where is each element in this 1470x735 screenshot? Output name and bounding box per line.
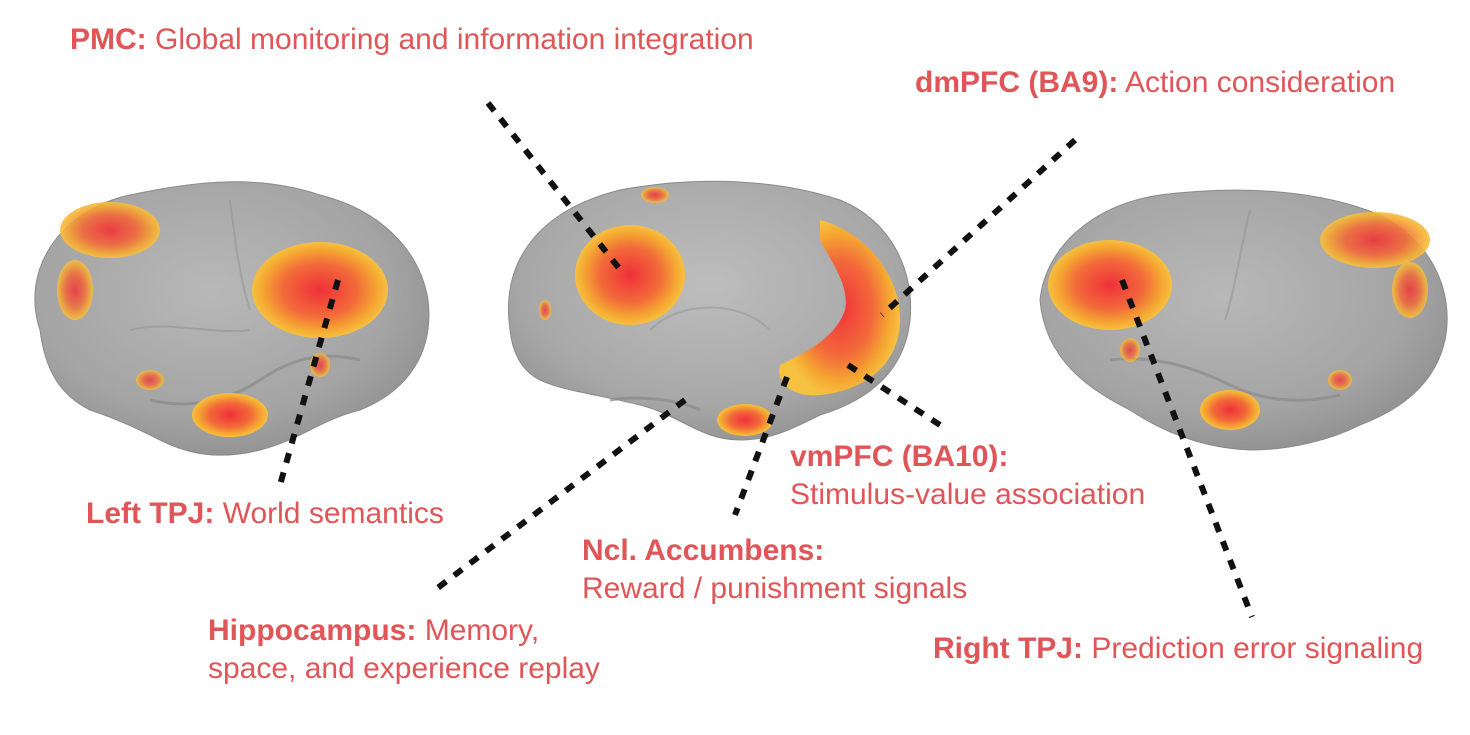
pmc-label: PMC: Global monitoring and information i… [70,21,754,59]
hippocampus-description-line2: space, and experience replay [208,652,600,685]
right-tpj-leader-line [1119,278,1255,619]
vmpfc-name: vmPFC (BA10): [790,440,1009,473]
left-hemisphere [34,181,430,456]
dmpfc-name: dmPFC (BA9): [915,66,1119,99]
pmc-activation [575,225,685,325]
dmpfc-description: Action consideration [1125,66,1396,99]
left-tpj-name: Left TPJ: [86,497,215,530]
vmpfc-label: vmPFC (BA10): Stimulus-value association [790,438,1145,514]
nacc-label: Ncl. Accumbens: Reward / punishment sign… [582,532,967,608]
leader-lines [277,101,1255,619]
hippocampus-leader-line [433,397,687,593]
vmpfc-description: Stimulus-value association [790,478,1146,511]
right-tpj-label: Right TPJ: Prediction error signaling [933,630,1423,668]
right-hemisphere [1039,189,1448,451]
right-tpj-name: Right TPJ: [933,632,1083,665]
dmpfc-leader-line [879,137,1078,318]
right-tpj-activation [1048,240,1172,330]
nacc-leader-line [732,375,790,517]
pmc-description: Global monitoring and information integr… [155,23,754,56]
left-tpj-label: Left TPJ: World semantics [86,495,444,533]
left-tpj-description: World semantics [222,497,444,530]
hippocampus-description-line1: Memory, [424,614,540,647]
mpfc-activation [779,220,900,396]
medial-hemisphere [508,180,912,441]
nacc-name: Ncl. Accumbens: [582,534,825,567]
nacc-description: Reward / punishment signals [582,572,968,605]
right-tpj-description: Prediction error signaling [1091,632,1424,665]
left-tpj-activation [252,242,388,338]
pmc-name: PMC: [70,23,147,56]
pmc-leader-line [485,101,625,274]
hippocampus-label: Hippocampus: Memory, space, and experien… [208,612,600,688]
left-tpj-leader-line [277,279,341,486]
dmpfc-label: dmPFC (BA9): Action consideration [915,64,1395,102]
hippocampus-name: Hippocampus: [208,614,417,647]
